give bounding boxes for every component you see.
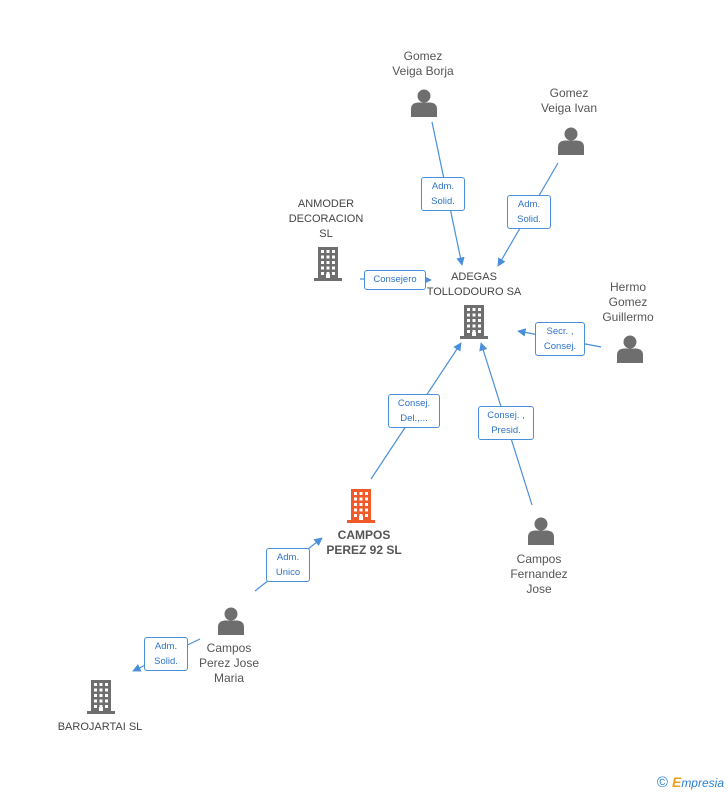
- edge-label-anmoder-to-adegas[interactable]: Consejero: [364, 270, 426, 290]
- footer-brand[interactable]: ©Empresia: [657, 774, 724, 791]
- node-label-anmoder[interactable]: ANMODER DECORACION SL: [288, 198, 364, 240]
- edge-label-campos_sl-to-adegas[interactable]: Consej. Del.,...: [388, 394, 440, 428]
- person-icon-campos_pjm: [218, 607, 244, 635]
- node-label-campos_sl[interactable]: CAMPOS PEREZ 92 SL: [326, 528, 402, 557]
- node-label-gomez_borja[interactable]: Gomez Veiga Borja: [392, 49, 454, 78]
- person-icon-gomez_borja: [411, 89, 437, 117]
- building-icon-barojartai: [87, 680, 115, 714]
- building-icon-anmoder: [314, 247, 342, 281]
- brand-name: mpresia: [681, 776, 724, 790]
- node-label-barojartai[interactable]: BAROJARTAI SL: [57, 721, 143, 733]
- node-label-hermo[interactable]: Hermo Gomez Guillermo: [602, 280, 654, 324]
- edge-label-campos_pjm-to-campos_sl[interactable]: Adm. Unico: [266, 548, 310, 582]
- node-label-gomez_ivan[interactable]: Gomez Veiga Ivan: [540, 86, 598, 115]
- edge-label-campos_pjm-to-barojartai[interactable]: Adm. Solid.: [144, 637, 188, 671]
- edge-label-gomez_ivan-to-adegas[interactable]: Adm. Solid.: [507, 195, 551, 229]
- building-icon-adegas: [460, 305, 488, 339]
- brand-initial: E: [671, 774, 682, 790]
- person-icon-hermo: [617, 335, 643, 363]
- person-icon-gomez_ivan: [558, 127, 584, 155]
- node-label-campos_pjm[interactable]: Campos Perez Jose Maria: [198, 641, 260, 685]
- edge-label-gomez_borja-to-adegas[interactable]: Adm. Solid.: [421, 177, 465, 211]
- node-label-adegas[interactable]: ADEGAS TOLLODOURO SA: [426, 271, 522, 298]
- edge-label-hermo-to-adegas[interactable]: Secr. , Consej.: [535, 322, 585, 356]
- person-icon-campos_fj: [528, 517, 554, 545]
- node-label-campos_fj[interactable]: Campos Fernandez Jose: [510, 552, 568, 596]
- edge-label-campos_fj-to-adegas[interactable]: Consej. , Presid.: [478, 406, 534, 440]
- icons-layer: [87, 89, 643, 714]
- copyright-icon: ©: [656, 774, 668, 791]
- building-icon-campos_sl: [347, 489, 375, 523]
